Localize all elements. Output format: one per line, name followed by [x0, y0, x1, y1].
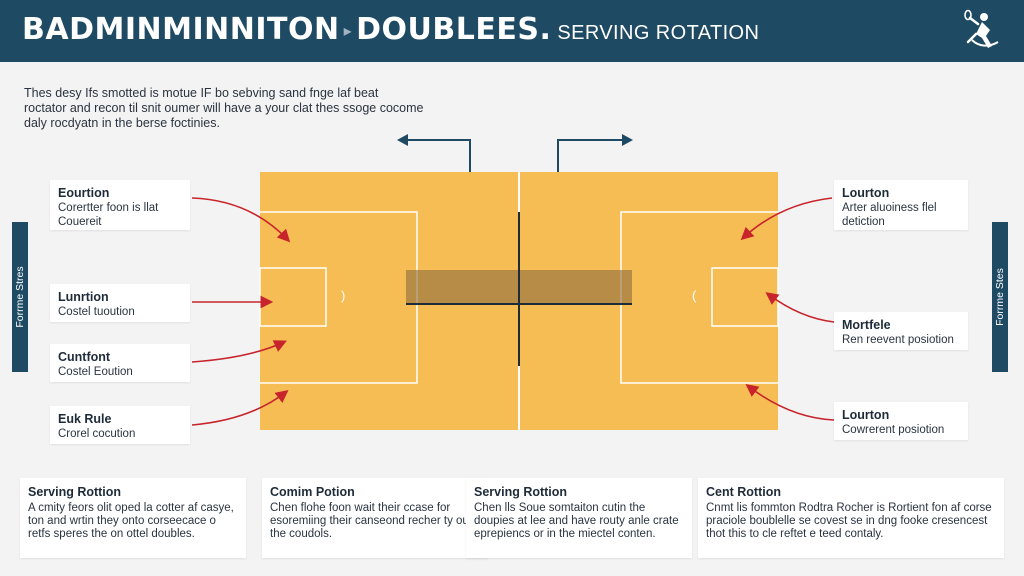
callout-right-3: Lourton Cowrerent posiotion	[834, 402, 968, 440]
intro-text: Thes desy Ifs smotted is motue IF bo seb…	[24, 86, 424, 130]
bottom-card-desc: A cmity feors olit oped la cotter af cas…	[28, 502, 234, 540]
page-title: BADMINMINNITON▸DOUBLEES.SERVING ROTATION	[22, 12, 759, 47]
callout-left-1: Eourtion Corertter foon is llat Couereit	[50, 180, 190, 230]
callout-desc: Corertter foon is llat Couereit	[58, 202, 159, 228]
callout-desc: Costel tuoution	[58, 306, 135, 318]
callout-title: Lunrtion	[58, 290, 109, 304]
header-bar: BADMINMINNITON▸DOUBLEES.SERVING ROTATION	[0, 0, 1024, 62]
bottom-card-desc: Chen lls Soue somtaiton cutin the doupie…	[474, 502, 679, 540]
title-separator: ▸	[343, 21, 353, 40]
callout-title: Lourton	[842, 408, 890, 422]
left-service-marker: )	[341, 288, 345, 303]
bottom-card-desc: Cnmt lis fommton Rodtra Rocher is Rortie…	[706, 502, 992, 540]
callout-desc: Crorel cocution	[58, 428, 136, 440]
side-tab-right-label: Forrme Stes	[994, 268, 1006, 326]
bottom-card-title: Serving Rottion	[28, 485, 122, 499]
title-part-2: DOUBLEES.	[356, 12, 552, 47]
rotation-direction-left	[397, 134, 471, 172]
side-tab-left[interactable]: Forrme Stres	[12, 222, 28, 372]
arrow-right-2	[765, 292, 835, 323]
callout-title: Euk Rule	[58, 412, 112, 426]
callout-title: Cuntfont	[58, 350, 111, 364]
callout-left-3: Cuntfont Costel Eoution	[50, 344, 190, 382]
callout-desc: Cowrerent posiotion	[842, 424, 945, 436]
bottom-card-desc: Chen flohe foon wait their ccase for eso…	[270, 502, 476, 540]
bottom-card-title: Serving Rottion	[474, 485, 568, 499]
bottom-card-2: Comim Potion Chen flohe foon wait their …	[262, 478, 488, 558]
bottom-card-title: Cent Rottion	[706, 485, 781, 499]
page-subtitle: SERVING ROTATION	[557, 22, 760, 44]
badminton-player-icon	[964, 9, 999, 48]
arrow-right-1	[740, 197, 833, 241]
bottom-card-1: Serving Rottion A cmity feors olit oped …	[20, 478, 246, 558]
arrow-right-3	[745, 384, 835, 421]
callout-desc: Arter aluoiness flel detiction	[842, 202, 937, 228]
right-service-marker: (	[692, 288, 697, 303]
side-tab-right[interactable]: Forrme Stes	[992, 222, 1008, 372]
arrow-left-1	[191, 197, 291, 243]
callout-desc: Ren reevent posiotion	[842, 334, 954, 346]
bottom-card-3: Serving Rottion Chen lls Soue somtaiton …	[466, 478, 692, 558]
callout-title: Lourton	[842, 186, 890, 200]
arrow-left-3	[191, 340, 287, 363]
title-part-1: BADMINMINNITON	[22, 12, 340, 47]
bottom-card-title: Comim Potion	[270, 485, 355, 499]
rotation-direction-right	[557, 134, 633, 172]
arrow-left-4	[191, 390, 289, 426]
callout-left-2: Lunrtion Costel tuoution	[50, 284, 190, 322]
callout-right-2: Mortfele Ren reevent posiotion	[834, 312, 968, 350]
callout-title: Eourtion	[58, 186, 110, 200]
callout-right-1: Lourton Arter aluoiness flel detiction	[834, 180, 968, 230]
callout-desc: Costel Eoution	[58, 366, 133, 378]
bottom-card-4: Cent Rottion Cnmt lis fommton Rodtra Roc…	[698, 478, 1004, 558]
callout-left-4: Euk Rule Crorel cocution	[50, 406, 190, 444]
side-tab-left-label: Forrme Stres	[14, 266, 26, 328]
callout-title: Mortfele	[842, 318, 891, 332]
